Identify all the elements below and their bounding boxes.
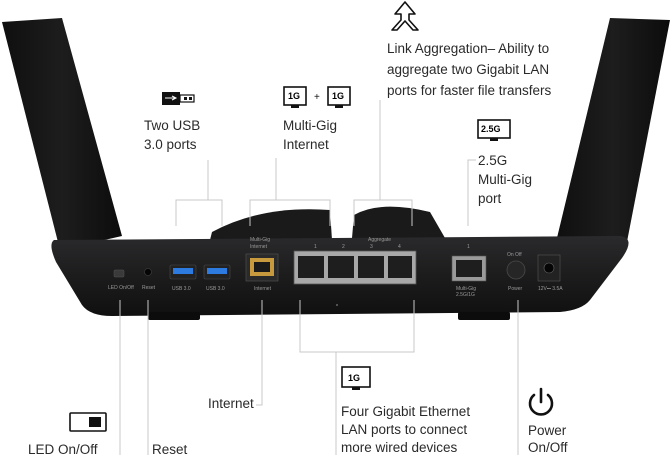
ethernet-1g-icon-left: 1G <box>283 86 307 108</box>
leader-aggregation <box>353 100 413 226</box>
leader-usb <box>175 160 223 226</box>
internet-port-opening <box>254 262 270 272</box>
badge-2-5g: 2.5G <box>481 124 501 134</box>
link-aggregation-icon <box>391 1 419 31</box>
leader-lan <box>299 300 415 455</box>
foot-left <box>148 312 200 320</box>
callout-internet-line-1: Internet <box>208 396 254 411</box>
foot-right <box>458 312 510 320</box>
callout-lan-line-1: Four Gigabit Ethernet <box>341 404 471 419</box>
panel-label-multigig-sub: 2.5G/1G <box>456 292 475 298</box>
lan-port-2 <box>328 256 354 278</box>
usb-port-1-tongue <box>173 268 193 274</box>
panel-label-internet-port: Internet <box>254 286 272 292</box>
callout-usb-line-1: Two USB <box>144 118 201 133</box>
leader-internet <box>256 300 263 406</box>
panel-label-multigig: Multi-Gig <box>456 286 476 292</box>
multigig-port-jack <box>456 260 482 277</box>
dc-jack-hole <box>543 262 555 274</box>
panel-label-power: Power <box>508 286 523 292</box>
callout-power: Power On/Off <box>528 422 568 456</box>
callout-multigig-internet-line-1: Multi-Gig <box>283 118 338 133</box>
panel-label-led: LED On/Off <box>108 285 134 291</box>
callout-usb: Two USB 3.0 ports <box>144 116 200 154</box>
callout-lan-line-3: more wired devices <box>341 440 458 455</box>
usb-icon <box>162 92 195 105</box>
callout-multigig-internet: Multi-Gig Internet <box>283 116 337 154</box>
panel-label-on-off: On Off <box>507 252 522 258</box>
lan-port-num-2: 2 <box>342 244 345 250</box>
callout-led-line-1: LED On/Off <box>28 442 98 457</box>
callout-reset-line-1: Reset <box>152 442 188 457</box>
leader-multigig-internet <box>249 158 331 226</box>
badge-1g-lan: 1G <box>348 373 360 383</box>
lan-port-1 <box>298 256 324 278</box>
ethernet-1g-icon-lan: 1G <box>341 366 371 390</box>
panel-label-aggregate: Aggregate <box>368 237 391 243</box>
panel-label-usb2: USB 3.0 <box>206 286 225 292</box>
callout-usb-line-2: 3.0 ports <box>144 137 197 152</box>
rear-fin-left <box>210 209 332 240</box>
callout-reset: Reset <box>152 440 187 459</box>
led-switch <box>113 269 125 278</box>
panel-label-reset: Reset <box>142 285 156 291</box>
power-button <box>506 260 526 280</box>
lan-port-num-4: 4 <box>398 244 401 250</box>
panel-label-usb1: USB 3.0 <box>172 286 191 292</box>
panel-label-internet-sub: Internet <box>250 244 268 250</box>
ethernet-2-5g-icon: 2.5G <box>477 119 511 141</box>
callout-power-line-2: On/Off <box>528 440 568 455</box>
led-toggle-icon <box>69 412 107 432</box>
ethernet-1g-icon-right: 1G <box>327 86 351 108</box>
panel-label-multigig-num: 1 <box>467 244 470 250</box>
panel-label-dc: 12V⎓ 3.5A <box>538 286 563 292</box>
lan-port-num-1: 1 <box>314 244 317 250</box>
leader-lines <box>119 100 519 455</box>
callout-power-line-1: Power <box>528 423 567 438</box>
callout-multigig-port: 2.5G Multi-Gig port <box>478 151 532 208</box>
lan-dot <box>336 304 338 306</box>
badge-1g-left: 1G <box>288 91 300 101</box>
right-antenna <box>556 18 670 252</box>
lan-port-num-3: 3 <box>370 244 373 250</box>
callout-link-aggregation: Link Aggregation– Ability to aggregate t… <box>387 38 551 101</box>
power-icon <box>528 387 554 416</box>
callout-internet: Internet <box>208 394 254 413</box>
callout-multigig-port-line-3: port <box>478 191 502 206</box>
left-antenna <box>2 18 122 250</box>
callout-lan: Four Gigabit Ethernet LAN ports to conne… <box>341 403 470 457</box>
panel-label-internet-header: Multi-Gig <box>250 237 270 243</box>
callout-multigig-internet-line-2: Internet <box>283 137 329 152</box>
callout-link-aggregation-line-1: Link Aggregation– Ability to <box>387 41 550 56</box>
leader-multigig-port <box>467 159 476 226</box>
badge-1g-right: 1G <box>332 91 344 101</box>
lan-port-4 <box>388 256 412 278</box>
rear-fin-right <box>352 206 445 238</box>
callout-link-aggregation-line-3: ports for faster file transfers <box>387 83 552 98</box>
callout-multigig-port-line-1: 2.5G <box>478 153 508 168</box>
lan-port-3 <box>358 256 384 278</box>
callout-link-aggregation-line-2: aggregate two Gigabit LAN <box>387 62 550 77</box>
callout-lan-line-2: LAN ports to connect <box>341 422 468 437</box>
usb-port-2-tongue <box>207 268 227 274</box>
reset-hole <box>144 268 152 276</box>
callout-multigig-port-line-2: Multi-Gig <box>478 172 533 187</box>
badge-plus: + <box>314 92 320 103</box>
callout-led: LED On/Off <box>28 440 98 459</box>
